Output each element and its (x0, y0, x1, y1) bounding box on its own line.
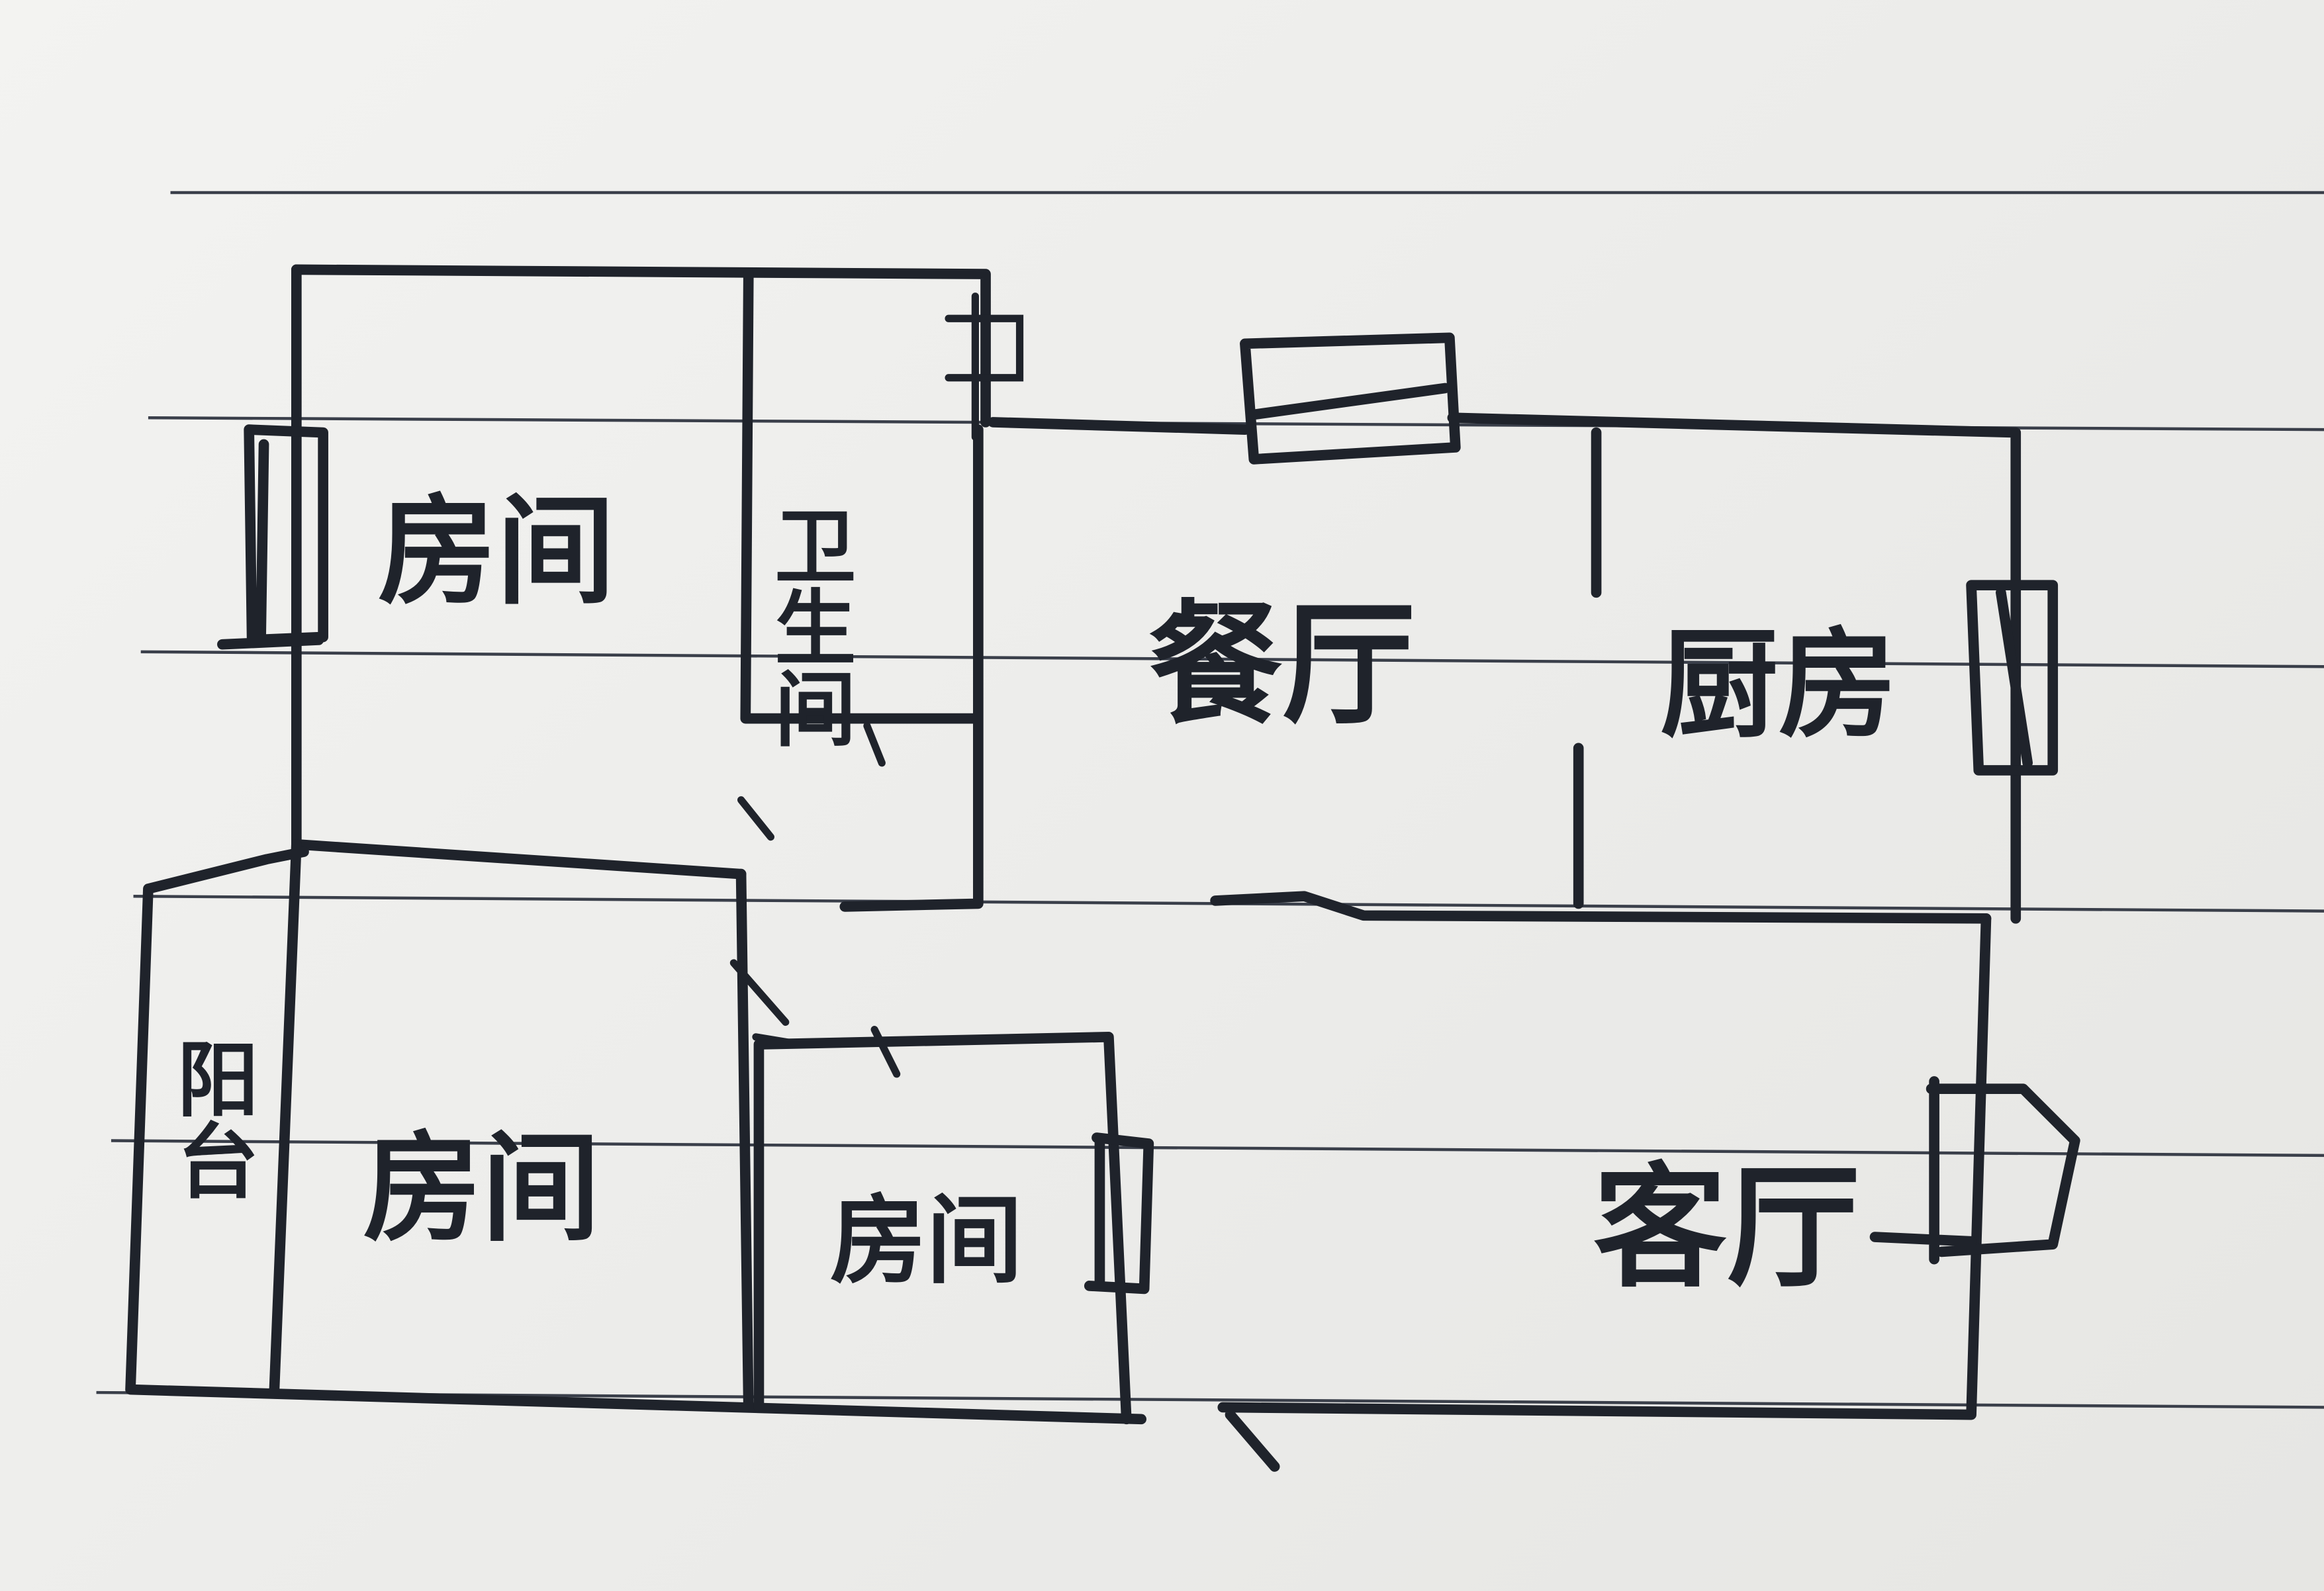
wall (291, 264, 991, 428)
window-left (217, 424, 328, 650)
rule-line (111, 1139, 2324, 1158)
wall (1210, 891, 1992, 924)
label-living-room: 客厅 (1593, 1150, 1860, 1306)
fixture-symbol (945, 293, 1024, 441)
wall (740, 269, 984, 912)
walls (125, 264, 2080, 1472)
window-top (1240, 332, 1461, 465)
rule-line (140, 650, 2324, 668)
wall (988, 412, 2022, 924)
wall (291, 264, 747, 880)
door-swing (737, 722, 886, 841)
window-kitchen (1966, 580, 2059, 776)
label-kitchen: 厨房 (1660, 617, 1897, 754)
label-bathroom: 卫生间 (761, 504, 855, 748)
room-labels: 房间 卫生间 餐厅 厨房 阳台 房间 房间 客厅 (163, 483, 1897, 1306)
label-bedroom-bottom-left: 房间 (363, 1120, 600, 1258)
label-dining-room: 餐厅 (1148, 587, 1415, 743)
label-balcony: 阳台 (163, 1037, 257, 1200)
wall (125, 839, 1146, 1425)
window-small (1084, 1132, 1154, 1295)
label-bedroom-small: 房间 (830, 1185, 1023, 1297)
label-bedroom-top-left: 房间 (378, 483, 615, 621)
door-swing (870, 1026, 901, 1078)
bay-window (1869, 1076, 2080, 1265)
kitchen-divider (1573, 427, 1602, 909)
